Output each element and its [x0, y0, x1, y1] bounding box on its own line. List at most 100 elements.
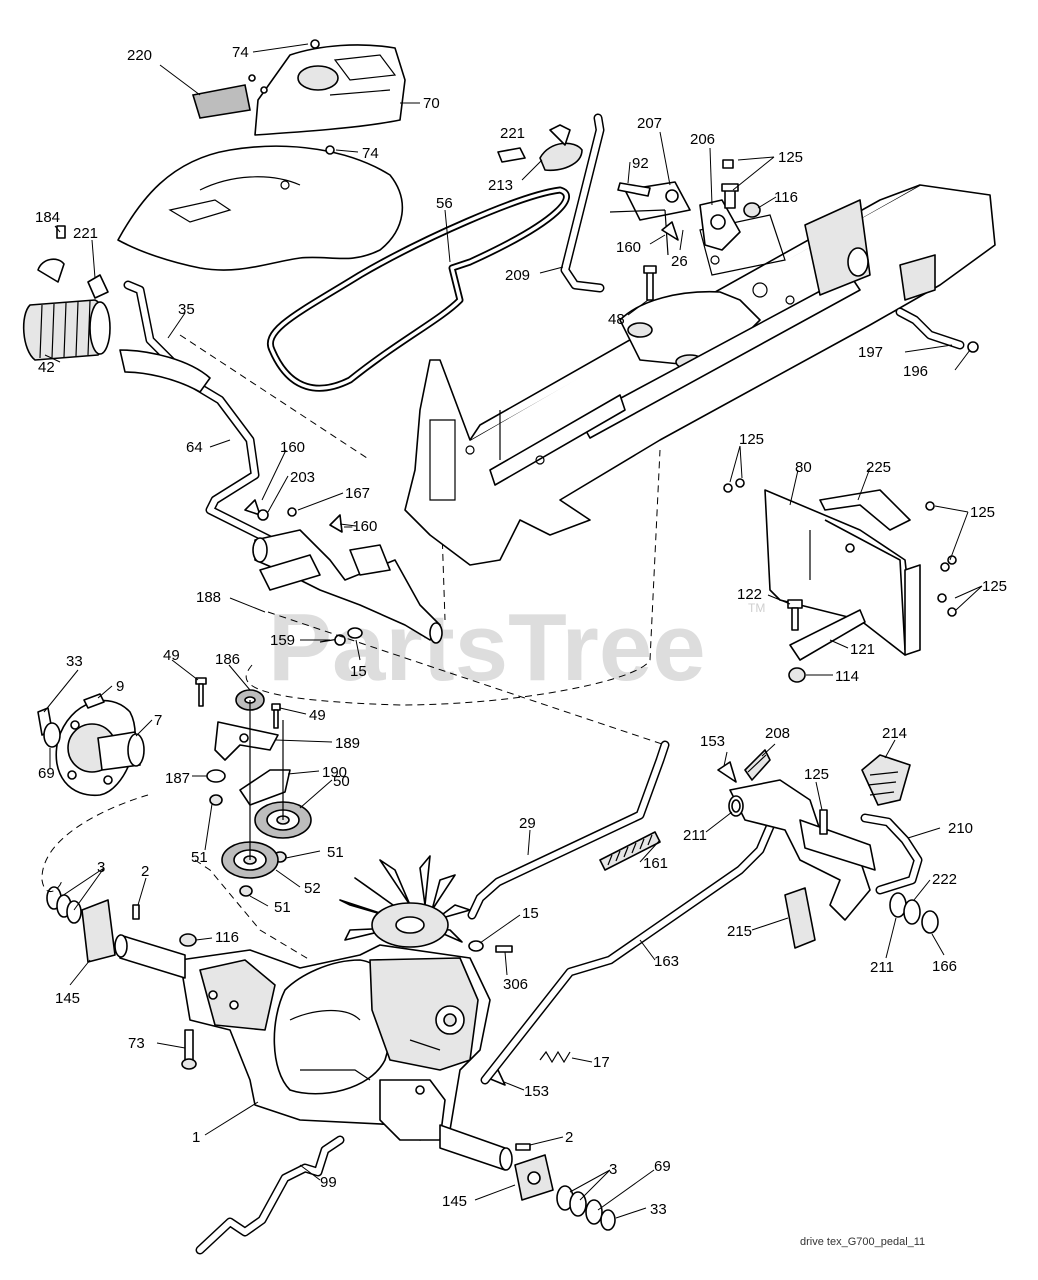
- bolts-125-top: [721, 159, 739, 209]
- callout-7: 7: [154, 712, 162, 729]
- arm-190: [239, 769, 291, 806]
- transaxle-1: [179, 944, 491, 1141]
- callout-125-top: 125: [778, 149, 803, 166]
- washer-187: [206, 769, 226, 783]
- callout-211-top: 211: [683, 827, 707, 844]
- callout-188: 188: [196, 589, 221, 606]
- callout-221-left: 221: [73, 225, 98, 242]
- drawing-filename: drive tex_G700_pedal_11: [800, 1236, 925, 1248]
- washer-15-bottom: [468, 940, 484, 952]
- callout-48: 48: [608, 311, 625, 328]
- callout-116-top: 116: [774, 189, 798, 206]
- nut-51-bottom: [239, 885, 253, 897]
- callout-33-bottom: 33: [650, 1201, 667, 1218]
- callout-74-bottom: 74: [362, 145, 379, 162]
- callout-207: 207: [637, 115, 662, 132]
- clip-184: [37, 225, 66, 283]
- pin-159: [319, 634, 346, 646]
- callout-161: 161: [643, 855, 668, 872]
- pin-92: [617, 182, 651, 197]
- bolt-73: [181, 1029, 197, 1070]
- callout-74-top: 74: [232, 44, 249, 61]
- clip-221-top: [497, 147, 526, 163]
- screw-74-bottom: [325, 145, 335, 155]
- decal-220: [191, 84, 251, 119]
- shaft-assembly-188: [252, 529, 443, 644]
- bolt-49-left: [195, 677, 207, 707]
- cooling-fan: [339, 855, 471, 948]
- pedal-arm-bracket: [728, 779, 876, 921]
- callout-160-mid: 160: [280, 439, 305, 456]
- callout-33-top: 33: [66, 653, 83, 670]
- handle-64: [119, 349, 211, 393]
- callout-116-bottom: 116: [215, 929, 239, 946]
- washer-15-top: [347, 627, 363, 639]
- callout-2-left: 2: [141, 863, 149, 880]
- callout-114: 114: [835, 668, 859, 685]
- callout-208: 208: [765, 725, 790, 742]
- clip-160-top: [661, 221, 679, 241]
- callout-26: 26: [671, 253, 688, 270]
- callout-1: 1: [192, 1129, 200, 1146]
- key-2-right: [515, 1143, 531, 1151]
- callout-190: 190: [322, 764, 347, 781]
- callout-221-top: 221: [500, 125, 525, 142]
- washer-69-bottom: [585, 1199, 603, 1225]
- callout-15-top: 15: [350, 663, 367, 680]
- bolt-125-pedal: [819, 809, 828, 835]
- callout-51-bottom: 51: [274, 899, 291, 916]
- callout-125-right-b: 125: [982, 578, 1007, 595]
- spring-161: [599, 831, 661, 871]
- drive-belt-56: [266, 186, 570, 392]
- callout-167: 167: [345, 485, 370, 502]
- routing-line-5: [41, 794, 149, 892]
- callout-186: 186: [215, 651, 240, 668]
- washers-3-right: [556, 1185, 587, 1217]
- watermark-text: PartsTree: [268, 594, 706, 701]
- nut-116-bottom: [179, 933, 197, 947]
- bolt-196: [967, 341, 979, 353]
- callout-92: 92: [632, 155, 649, 172]
- bolt-306: [495, 945, 513, 953]
- callout-50: 50: [333, 773, 350, 790]
- callout-3-right: 3: [609, 1161, 617, 1178]
- callout-42: 42: [38, 359, 55, 376]
- callout-153-top: 153: [700, 733, 725, 750]
- bolt-49-right: [271, 703, 281, 729]
- bolt-48: [643, 265, 657, 301]
- callout-73: 73: [128, 1035, 145, 1052]
- callout-64: 64: [186, 439, 203, 456]
- callout-122: 122: [737, 586, 762, 603]
- rod-163: [480, 810, 780, 1085]
- callout-220: 220: [127, 47, 152, 64]
- callout-197: 197: [858, 344, 883, 361]
- callout-125-pedal: 125: [804, 766, 829, 783]
- spacer-145-left: [81, 899, 116, 963]
- callout-69-bottom: 69: [654, 1158, 671, 1175]
- callout-69-top: 69: [38, 765, 55, 782]
- bracket-206: [699, 199, 741, 251]
- callout-9: 9: [116, 678, 124, 695]
- idler-arm-189: [214, 721, 279, 761]
- callout-166: 166: [932, 958, 957, 975]
- rod-209: [560, 113, 605, 293]
- callout-121: 121: [850, 641, 875, 658]
- nut-51-top: [209, 794, 223, 806]
- callout-labels: 220 74 70 74 221 213 207 206 125 92 116 …: [35, 44, 1007, 1218]
- lever-35: [123, 280, 285, 550]
- callout-222: 222: [932, 871, 957, 888]
- callout-49-right: 49: [309, 707, 326, 724]
- wire-99: [195, 1135, 345, 1255]
- washer-166: [921, 910, 939, 934]
- callout-153-bottom: 153: [524, 1083, 549, 1100]
- watermark-trademark: TM: [748, 601, 765, 615]
- spring-17: [539, 1050, 571, 1064]
- callout-189: 189: [335, 735, 360, 752]
- callout-306: 306: [503, 976, 528, 993]
- pulley-axis: [249, 700, 284, 860]
- pedal-arm-210: [860, 813, 923, 895]
- bracket-225: [819, 489, 911, 531]
- pedal-215: [784, 887, 816, 949]
- callout-145-left: 145: [55, 990, 80, 1007]
- routing-line-6: [194, 859, 311, 961]
